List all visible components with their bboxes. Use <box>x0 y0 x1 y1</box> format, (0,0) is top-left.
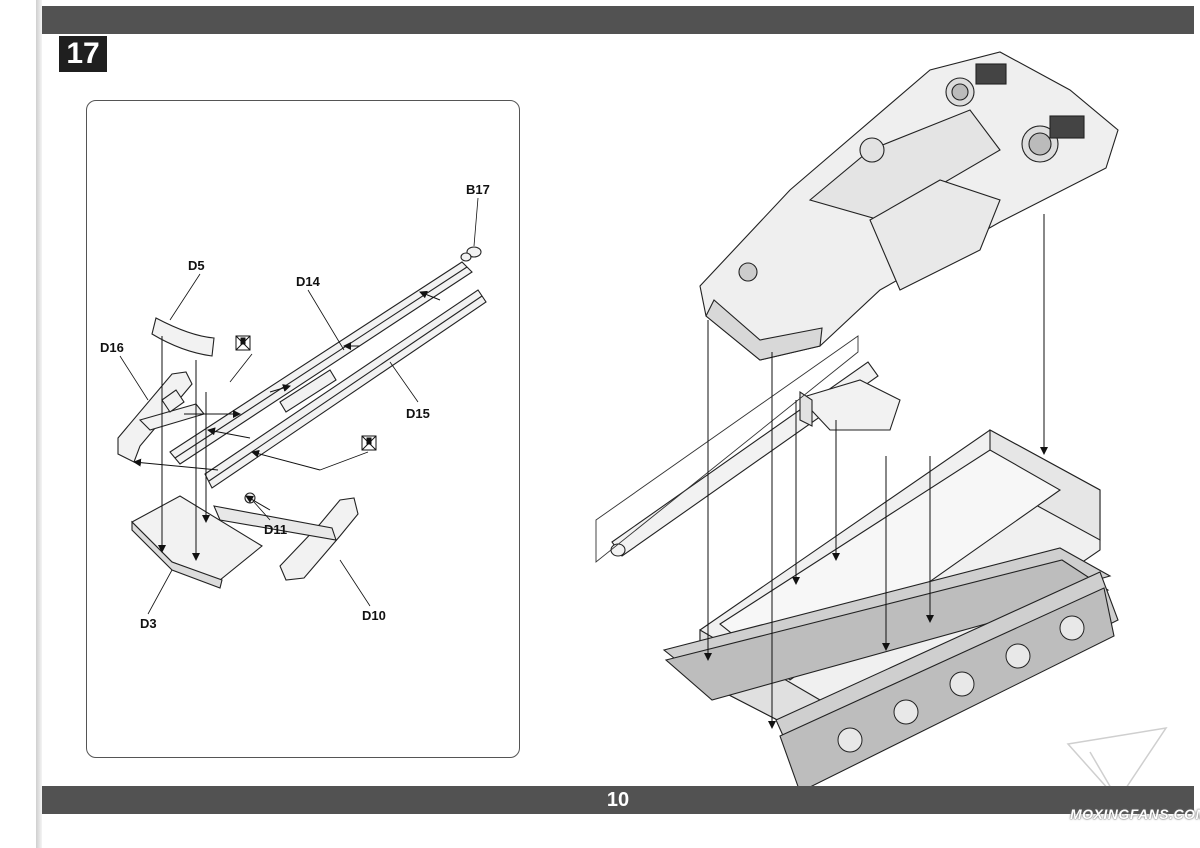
mount-base-d3 <box>131 495 263 589</box>
page-number: 10 <box>606 789 630 811</box>
no-glue-icon <box>361 435 377 451</box>
gun-reference-frame <box>595 335 859 563</box>
sub-assembly-panel <box>86 100 520 758</box>
no-glue-icon <box>235 335 251 351</box>
side-plate-d10 <box>213 497 359 581</box>
part-label-d14: D14 <box>296 274 321 289</box>
barrel-sleeve-d15 <box>204 289 487 489</box>
gun-shield-d5 <box>151 317 215 357</box>
watermark-text: MOXINGFANS.COM <box>1070 806 1200 822</box>
gun-assembly-placed <box>610 361 901 557</box>
part-label-d16: D16 <box>100 340 124 355</box>
footer-bar: 10 <box>42 786 1194 814</box>
part-label-d3: D3 <box>140 616 157 631</box>
muzzle-b17 <box>460 246 482 262</box>
part-label-d10: D10 <box>362 608 386 623</box>
left-assembly-arrows <box>133 290 441 561</box>
road-wheels <box>837 615 1085 753</box>
track-right <box>775 571 1119 793</box>
page-binding-edge <box>36 0 42 848</box>
header-bar <box>42 6 1194 34</box>
part-label-d15: D15 <box>406 406 430 421</box>
barrel-d14 <box>169 261 473 465</box>
right-assembly-arrows <box>704 214 1048 729</box>
part-label-d11: D11 <box>264 522 287 537</box>
track-left <box>662 547 1112 701</box>
gun-subassembly <box>117 246 487 589</box>
recoil-collar <box>279 369 337 413</box>
cradle-d16 <box>117 371 205 463</box>
casemate-superstructure <box>699 51 1119 361</box>
step-number-badge: 17 <box>59 36 107 72</box>
part-label-d5: D5 <box>188 258 205 273</box>
label-leaders <box>119 197 479 615</box>
part-label-b17: B17 <box>466 182 490 197</box>
